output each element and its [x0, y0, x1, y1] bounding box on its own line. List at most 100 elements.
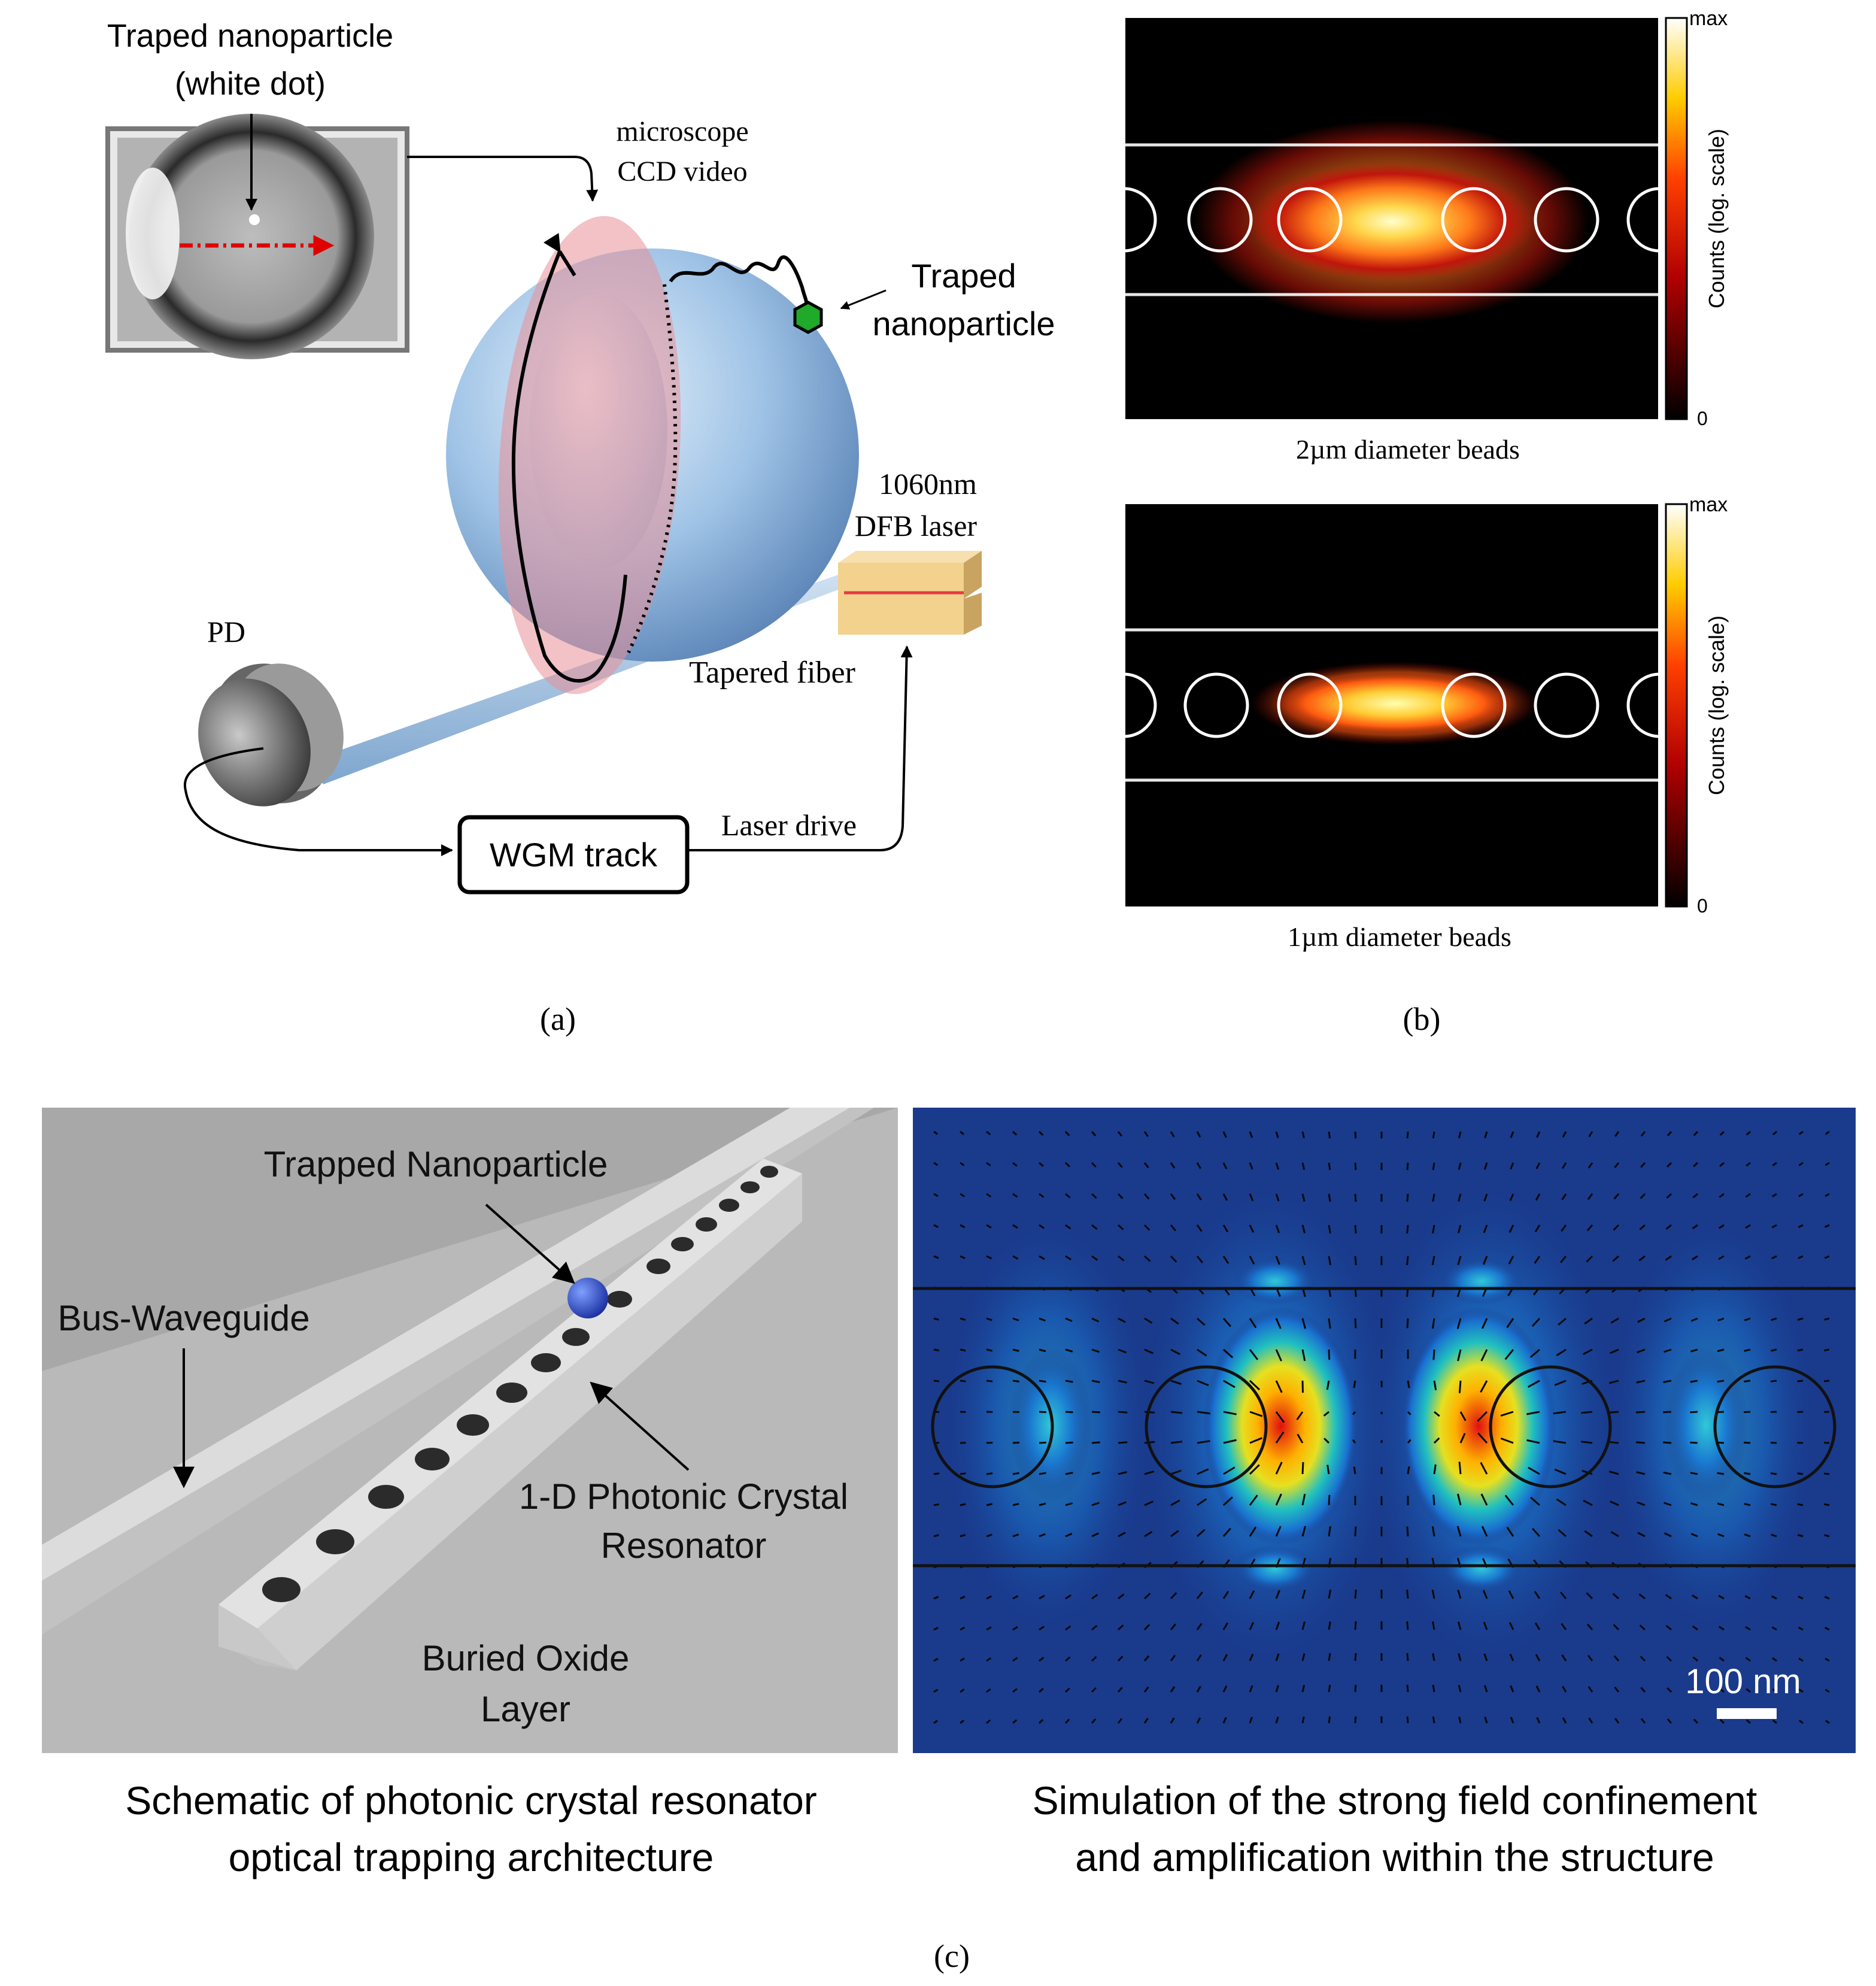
panel-c-schematic: Trapped Nanoparticle Bus-Waveguide 1-D P…	[42, 1108, 898, 1879]
field-vector-arrow	[1798, 1350, 1803, 1351]
simulation-caption-line1: Simulation of the strong field confineme…	[1033, 1778, 1757, 1823]
field-vector-arrow	[1329, 1194, 1330, 1202]
field-vector-arrow	[1355, 1621, 1356, 1630]
bus-waveguide-label: Bus-Waveguide	[57, 1298, 309, 1338]
field-vector-arrow	[1013, 1442, 1019, 1443]
field-vector-arrow	[1636, 1442, 1645, 1443]
field-vector-arrow	[934, 1350, 939, 1351]
field-vector-arrow	[1354, 1467, 1355, 1474]
colorbar-2um-label: Counts (log. scale)	[1704, 129, 1729, 308]
field-vector-arrow	[986, 1350, 992, 1351]
field-vector-arrow	[1355, 1225, 1356, 1233]
panel-b-caption: (b)	[1403, 1001, 1441, 1037]
field-vector-arrow	[1171, 1412, 1182, 1413]
panel-a-caption: (a)	[540, 1001, 576, 1037]
colorbar-2um-min: 0	[1697, 408, 1708, 429]
field-vector-arrow	[1581, 1412, 1592, 1413]
nanoparticle-hexagon	[795, 302, 821, 332]
resonator-label-line1: 1-D Photonic Crystal	[519, 1476, 848, 1517]
inset-label-line1: Traped nanoparticle	[107, 18, 393, 54]
field-vector-arrow	[1407, 1685, 1408, 1692]
field-vector-arrow	[1407, 1163, 1408, 1170]
scale-bar	[1717, 1708, 1777, 1719]
field-vector-arrow	[1407, 1717, 1408, 1723]
inset-label-line2: (white dot)	[175, 66, 326, 102]
field-vector-arrow	[1771, 1473, 1777, 1474]
field-vector-arrow	[1407, 1225, 1408, 1233]
colorbar-1um-max: max	[1689, 493, 1728, 516]
colorbar-2um	[1666, 18, 1687, 419]
field-vector-arrow	[1744, 1473, 1750, 1474]
simulation-caption-line2: and amplification within the structure	[1075, 1835, 1714, 1879]
ccd-glare	[126, 168, 180, 299]
field-vector-arrow	[1407, 1194, 1408, 1202]
field-vector-arrow	[1771, 1443, 1777, 1444]
field-vector-arrow	[1433, 1717, 1434, 1723]
field-vector-arrow	[1663, 1442, 1671, 1443]
field-vector-arrow	[1013, 1473, 1019, 1474]
caption-2um-beads: 2µm diameter beads	[1296, 434, 1520, 465]
field-vector-arrow	[960, 1473, 966, 1474]
field-vector-arrow	[1459, 1462, 1461, 1474]
field-vector-arrow	[934, 1504, 939, 1505]
field-vector-arrow	[1407, 1256, 1408, 1265]
field-vector-arrow	[1039, 1473, 1046, 1474]
field-vector-arrow	[1798, 1504, 1803, 1505]
traped-label-line1: Traped	[911, 257, 1016, 295]
heatmap-1um	[1093, 504, 1690, 906]
oxide-label-line1: Buried Oxide	[422, 1638, 630, 1678]
field-vector-arrow	[1824, 1350, 1829, 1351]
schematic-caption-line2: optical trapping architecture	[229, 1835, 714, 1879]
field-vector-arrow	[1798, 1473, 1803, 1474]
field-vector-arrow	[1013, 1381, 1019, 1382]
field-vector-arrow	[1690, 1381, 1698, 1382]
field-vector-arrow	[1407, 1527, 1408, 1536]
field-vector-arrow	[1355, 1590, 1356, 1599]
resonator-label-line2: Resonator	[601, 1526, 767, 1566]
field-vector-arrow	[1825, 1535, 1829, 1536]
field-vector-arrow	[1355, 1163, 1356, 1170]
field-vector-arrow	[1825, 1318, 1829, 1320]
caption-1um-beads: 1µm diameter beads	[1288, 921, 1511, 952]
panel-c-simulation: 100 nm Simulation of the strong field co…	[913, 1108, 1856, 1879]
field-vector-arrow	[1744, 1381, 1750, 1382]
field-vector-arrow	[1329, 1717, 1330, 1723]
field-vector-arrow	[1744, 1442, 1750, 1443]
field-vector-arrow	[1771, 1350, 1777, 1351]
field-vector-arrow	[1355, 1653, 1356, 1661]
field-vector-arrow	[1407, 1590, 1408, 1599]
field-vector-arrow	[1355, 1685, 1356, 1692]
trapped-nanoparticle-label: Trapped Nanoparticle	[264, 1144, 608, 1184]
field-vector-arrow	[934, 1318, 939, 1320]
field-vector-arrow	[1355, 1194, 1356, 1202]
field-vector-arrow	[1608, 1442, 1619, 1443]
field-vector-arrow	[1407, 1653, 1408, 1661]
field-vector-arrow	[1408, 1466, 1409, 1474]
field-vector-arrow	[1690, 1442, 1698, 1443]
field-vector-arrow	[986, 1443, 992, 1444]
field-vector-arrow	[934, 1473, 939, 1474]
field-vector-arrow	[1717, 1473, 1724, 1474]
field-vector-arrow	[1066, 1442, 1073, 1443]
trapped-white-dot	[249, 214, 260, 225]
field-vector-arrow	[1355, 1318, 1356, 1328]
photodetector	[178, 643, 364, 825]
panel-b: max 0 Counts (log. scale) 2µm diameter b…	[1093, 7, 1729, 1037]
field-vector-arrow	[1407, 1132, 1408, 1138]
traped-label-line2: nanoparticle	[872, 305, 1055, 342]
dfb-laser-label: DFB laser	[855, 509, 978, 542]
panel-c-caption: (c)	[934, 1938, 970, 1974]
field-vector-arrow	[1329, 1685, 1330, 1692]
heat-cloud-2um-core	[1248, 162, 1535, 281]
field-hotspot-left	[1203, 1306, 1359, 1546]
field-vector-arrow	[1824, 1504, 1829, 1505]
ccd-video-arrow	[407, 157, 593, 201]
field-vector-arrow	[1329, 1653, 1330, 1661]
field-vector-arrow	[1329, 1132, 1330, 1138]
tapered-fiber-label: Tapered fiber	[689, 656, 855, 690]
scale-bar-label: 100 nm	[1685, 1662, 1801, 1701]
field-vector-arrow	[960, 1504, 966, 1505]
colorbar-1um-min: 0	[1697, 895, 1708, 917]
wgm-track-label: WGM track	[490, 836, 658, 874]
